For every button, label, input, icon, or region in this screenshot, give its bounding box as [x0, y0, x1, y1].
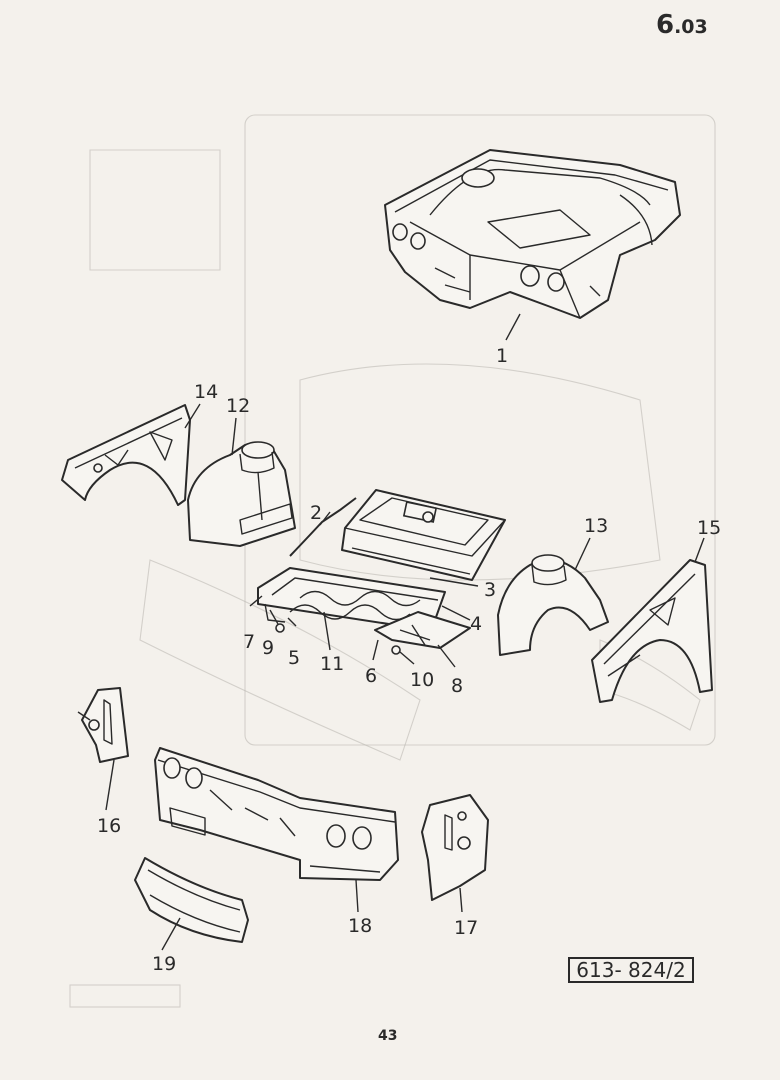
callout-6: 6	[365, 665, 377, 687]
callout-19: 19	[152, 953, 176, 975]
callout-labels: 1 2 3 4 5 6 7 8 9 10 11 12 13 14 15 16 1…	[97, 345, 721, 975]
callout-9: 9	[262, 637, 274, 659]
bleed-through-background	[69, 114, 716, 1008]
callout-15: 15	[697, 517, 721, 539]
page-number: 43	[378, 1028, 398, 1044]
section-main: 6	[656, 10, 675, 40]
part-13-right-wheel-housing	[497, 554, 609, 656]
leader-lines	[105, 313, 705, 951]
callout-17: 17	[454, 917, 478, 939]
callout-14: 14	[194, 381, 218, 403]
section-sub: .03	[674, 16, 708, 38]
callout-13: 13	[584, 515, 608, 537]
part-16-left-bracket	[77, 687, 129, 763]
part-17-right-bracket	[421, 794, 489, 901]
part-12-left-wheel-housing	[187, 441, 296, 547]
callout-12: 12	[226, 395, 250, 417]
callout-1: 1	[496, 345, 508, 367]
part-14-left-wing-panel	[61, 404, 191, 506]
section-number: 6.03	[656, 10, 708, 40]
part-18-front-cross-panel	[154, 747, 399, 881]
part-1-front-body-assembly	[384, 149, 681, 319]
part-3-floor-crossmember	[341, 489, 506, 581]
callout-16: 16	[97, 815, 121, 837]
part-4-8-bracket-plates	[275, 611, 471, 655]
part-15-right-wing-panel	[591, 559, 713, 703]
callout-10: 10	[410, 669, 434, 691]
callout-18: 18	[348, 915, 372, 937]
callout-4: 4	[470, 613, 482, 635]
part-19-front-apron	[134, 857, 249, 943]
callout-3: 3	[484, 579, 496, 601]
callout-8: 8	[451, 675, 463, 697]
callout-7: 7	[243, 631, 255, 653]
callout-11: 11	[320, 653, 344, 675]
callout-2: 2	[310, 502, 322, 524]
callout-5: 5	[288, 647, 300, 669]
drawing-reference-code: 613- 824/2	[568, 957, 694, 983]
